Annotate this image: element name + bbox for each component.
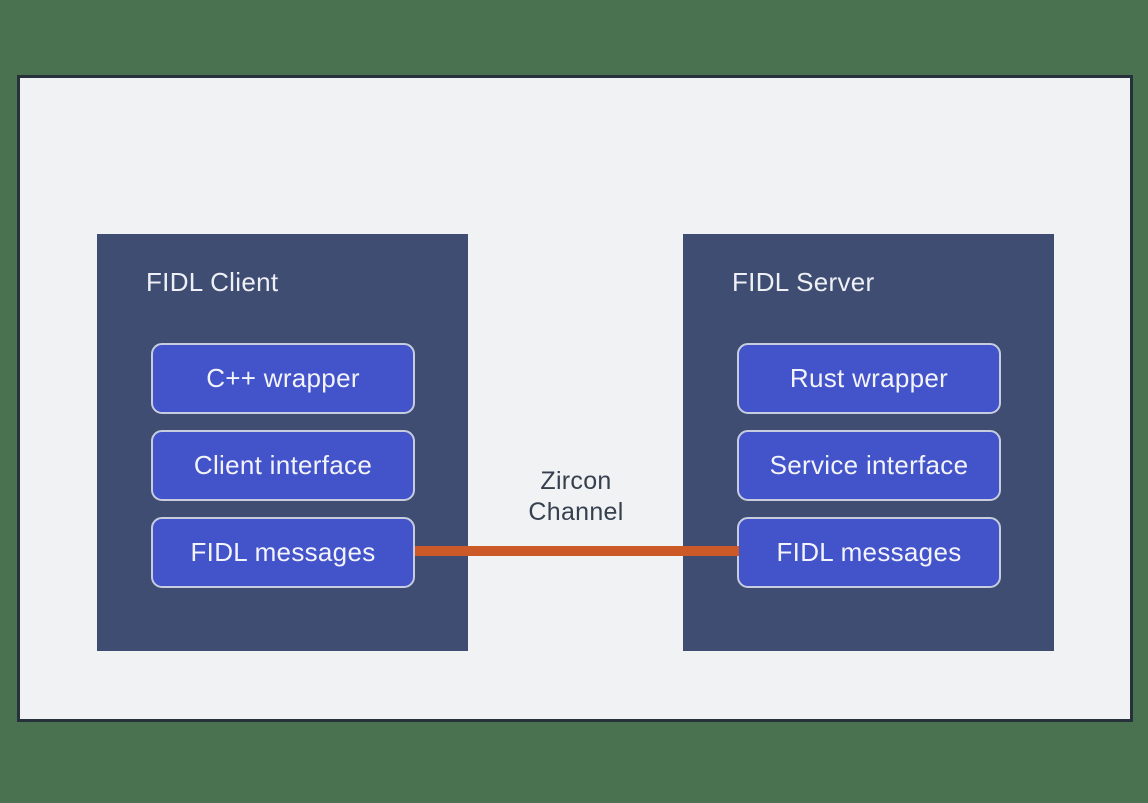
zircon-channel-label: Zircon Channel xyxy=(528,466,623,528)
zircon-channel-line xyxy=(415,546,739,556)
fidl-client-node: FIDL Client C++ wrapper Client interface… xyxy=(97,234,468,651)
fidl-server-chip-group: Rust wrapper Service interface FIDL mess… xyxy=(737,343,1001,588)
client-interface-box: Client interface xyxy=(151,430,415,501)
fidl-messages-box-server: FIDL messages xyxy=(737,517,1001,588)
fidl-server-title: FIDL Server xyxy=(732,267,875,297)
rust-wrapper-box: Rust wrapper xyxy=(737,343,1001,414)
zircon-channel-label-line2: Channel xyxy=(528,498,624,526)
diagram-canvas: FIDL Client C++ wrapper Client interface… xyxy=(17,75,1133,722)
fidl-messages-box-client: FIDL messages xyxy=(151,517,415,588)
cpp-wrapper-box: C++ wrapper xyxy=(151,343,415,414)
zircon-channel-label-line1: Zircon xyxy=(540,467,612,495)
fidl-client-chip-group: C++ wrapper Client interface FIDL messag… xyxy=(151,343,415,588)
fidl-client-title: FIDL Client xyxy=(146,267,279,297)
fidl-server-node: FIDL Server Rust wrapper Service interfa… xyxy=(683,234,1054,651)
service-interface-box: Service interface xyxy=(737,430,1001,501)
